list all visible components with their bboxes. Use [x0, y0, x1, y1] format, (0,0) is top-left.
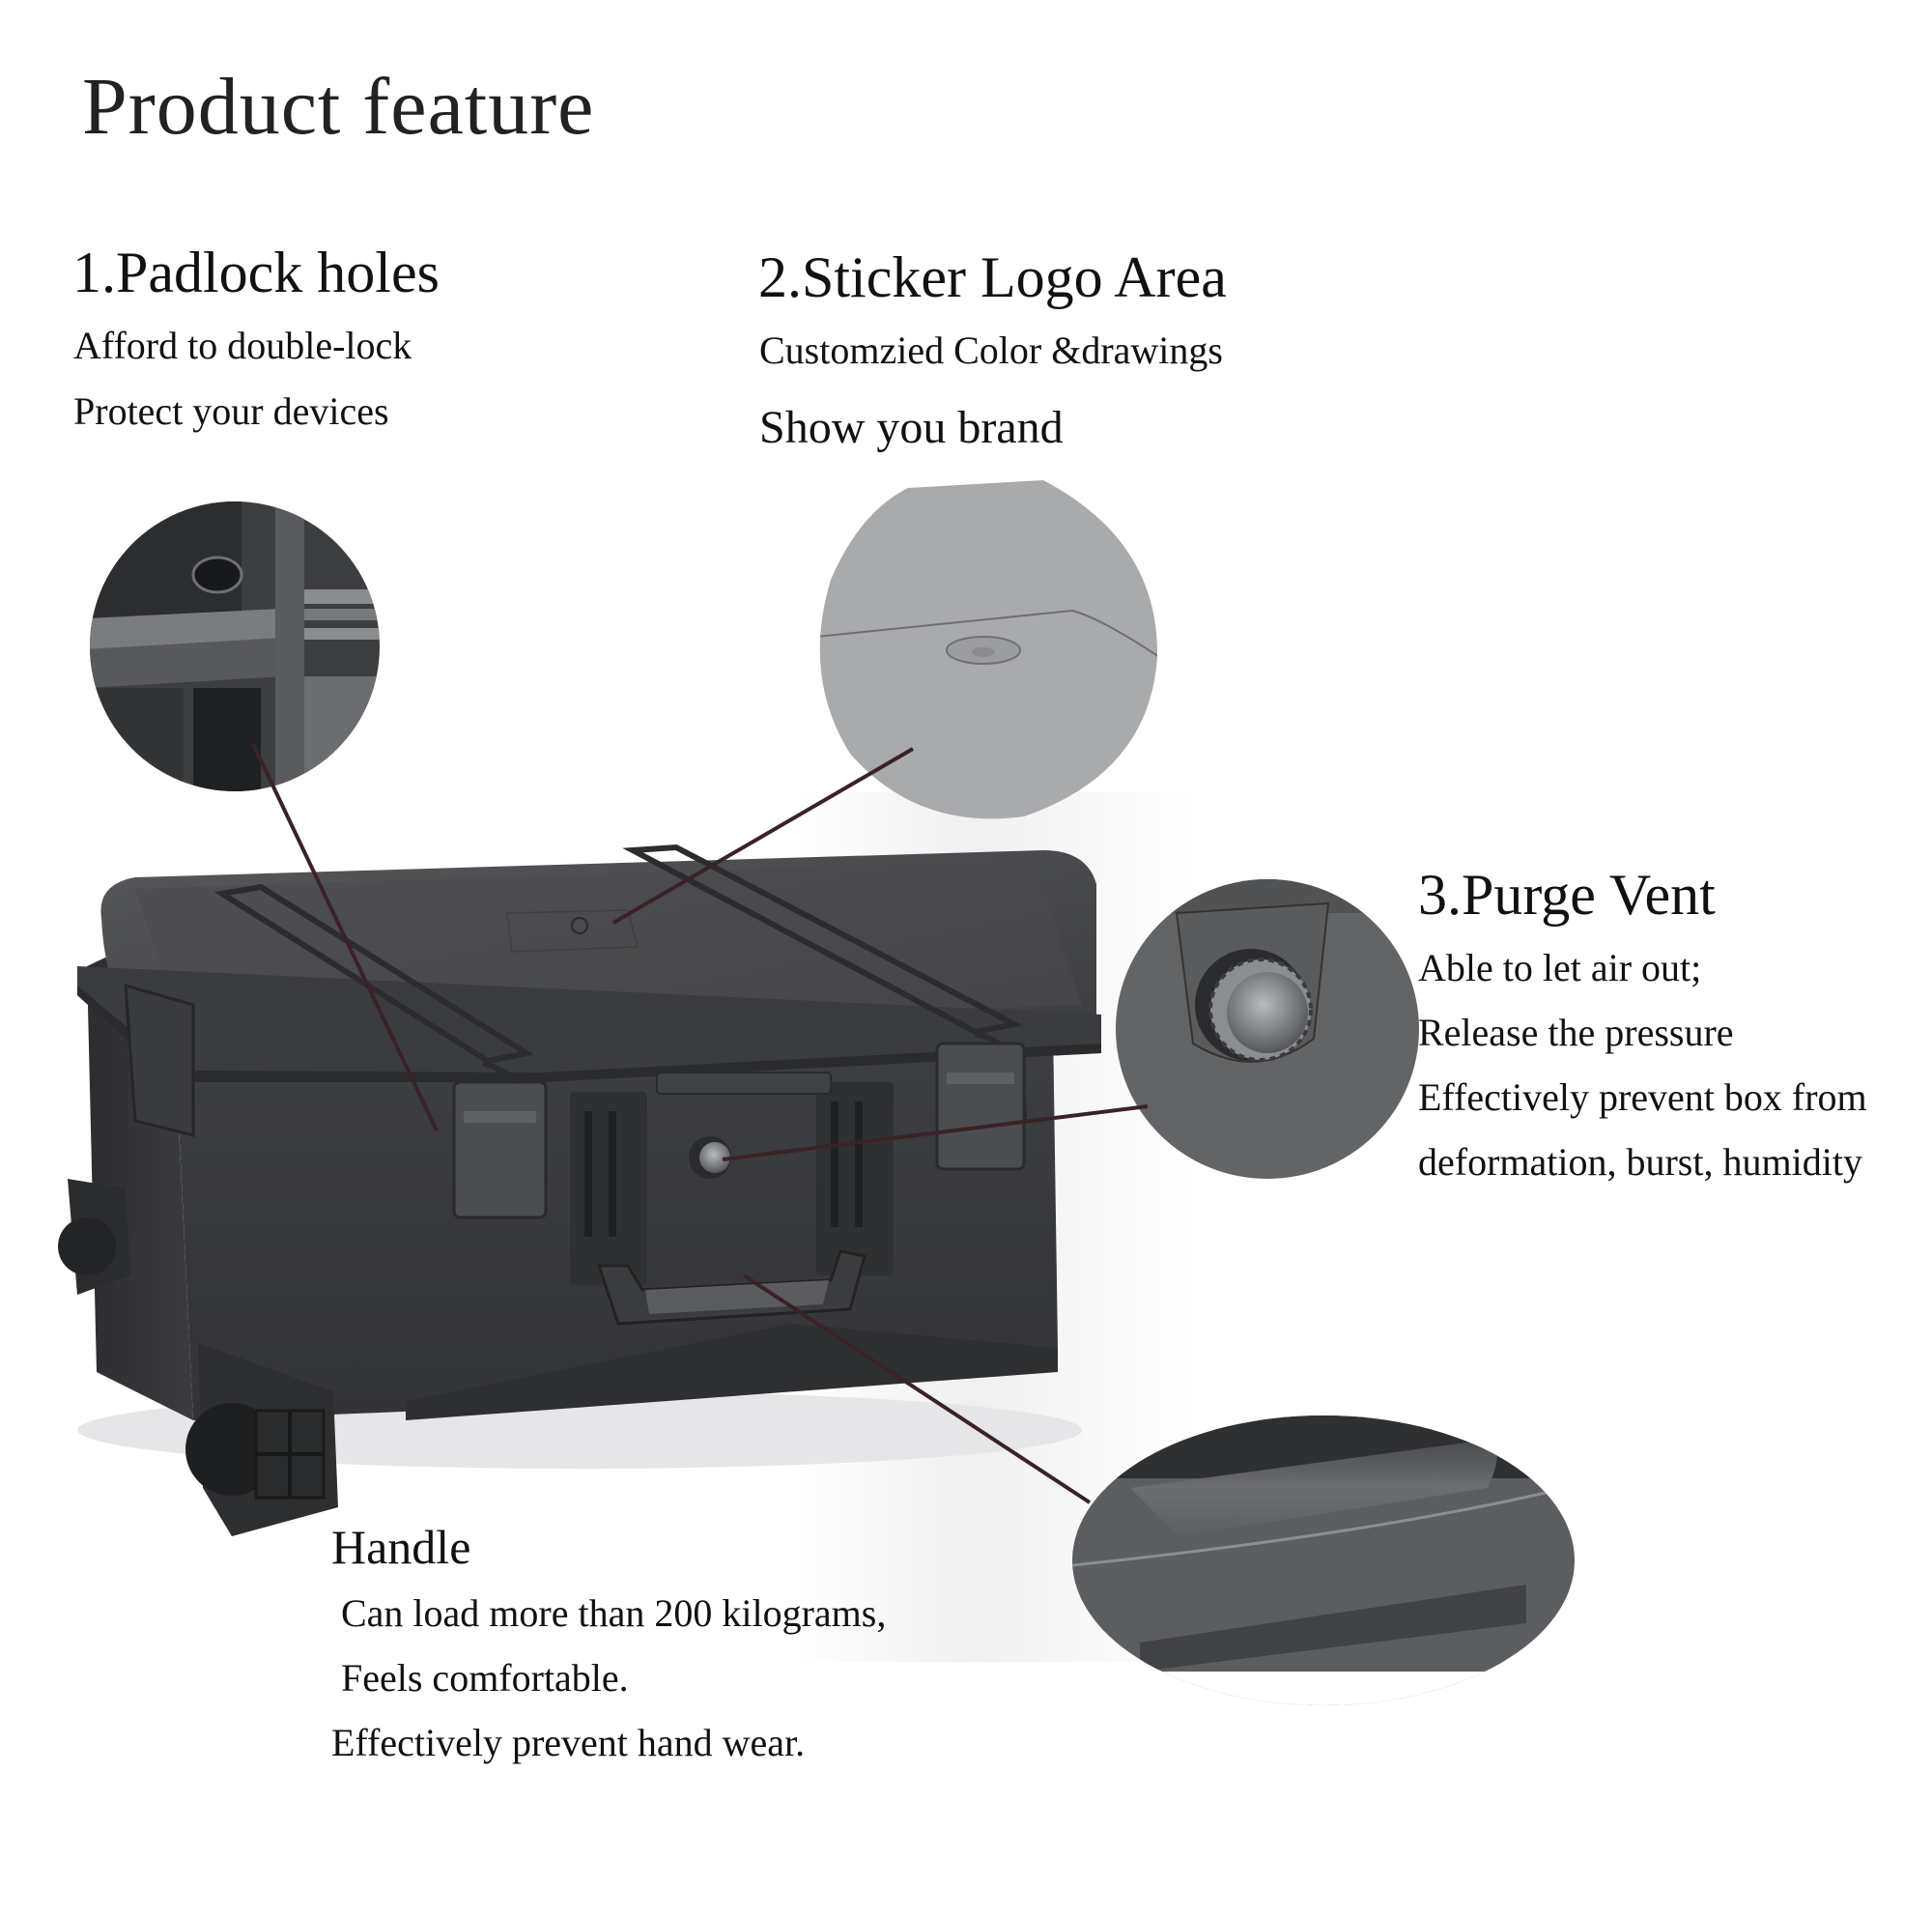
leader-line-vent: [722, 1104, 1149, 1161]
leader-lines: [251, 743, 1149, 1504]
feature-handle-line: Feels comfortable.: [331, 1656, 629, 1700]
handle-inset: [1072, 1416, 1575, 1705]
purge-vent-inset: [1116, 879, 1419, 1179]
feature-sticker-heading: 2.Sticker Logo Area: [758, 245, 1227, 309]
page-title: Product feature: [82, 62, 595, 152]
feature-handle-line: Effectively prevent hand wear.: [331, 1721, 806, 1764]
feature-sticker-line: Show you brand: [759, 402, 1064, 453]
leader-line-sticker: [611, 747, 915, 925]
feature-vent-line: deformation, burst, humidity: [1418, 1140, 1862, 1184]
feature-padlock-line: Afford to double-lock: [73, 324, 412, 367]
latch-left: [452, 1080, 548, 1219]
sticker-area-inset: [819, 480, 1158, 819]
padlock-inset: [90, 501, 380, 791]
feature-handle-line: Can load more than 200 kilograms,: [331, 1591, 887, 1635]
feature-padlock-heading: 1.Padlock holes: [72, 241, 440, 304]
feature-vent-line: Able to let air out;: [1418, 946, 1702, 989]
feature-vent-heading: 3.Purge Vent: [1418, 863, 1716, 927]
leader-line-handle: [742, 1273, 1092, 1504]
case-image: [58, 844, 1101, 1536]
feature-vent-line: Effectively prevent box from: [1418, 1075, 1867, 1119]
purge-vent-knob: [699, 1142, 730, 1173]
leader-line-padlock: [251, 743, 439, 1131]
feature-sticker-line: Customzied Color &drawings: [759, 329, 1223, 372]
feature-padlock-line: Protect your devices: [73, 389, 389, 433]
latch-right: [935, 1042, 1026, 1171]
feature-handle-heading: Handle: [331, 1520, 471, 1574]
feature-vent-line: Release the pressure: [1418, 1011, 1734, 1054]
